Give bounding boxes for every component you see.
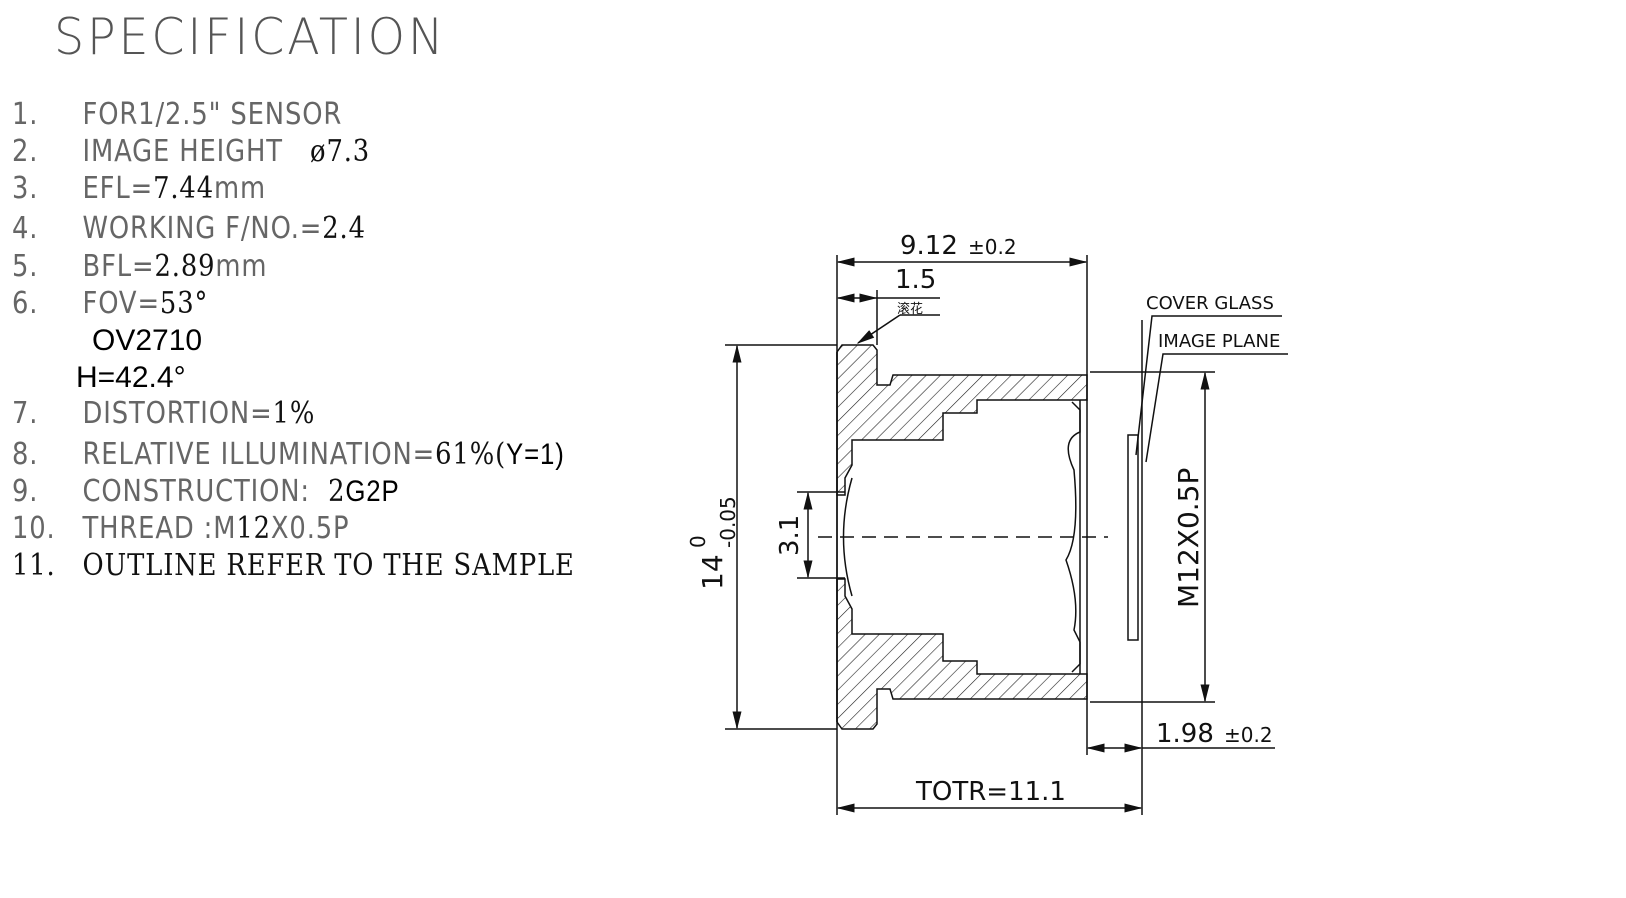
- barrel-lower: [836, 578, 1088, 730]
- spec-value: 2: [328, 474, 346, 509]
- spec-item: 3. EFL=7.44mm: [12, 172, 266, 206]
- spec-value: ø7.3: [310, 134, 371, 169]
- spec-value: 12: [236, 511, 271, 546]
- dim-bfl: 1.98: [1156, 719, 1214, 749]
- spec-number: 6.: [12, 286, 39, 321]
- spec-item: 5. BFL=2.89mm: [12, 250, 267, 284]
- spec-item: 10. THREAD :M12X0.5P: [12, 512, 349, 546]
- spec-label: OUTLINE REFER TO THE SAMPLE: [82, 548, 575, 583]
- spec-bold: Y=1): [506, 438, 565, 471]
- spec-label: THREAD :M: [82, 511, 237, 546]
- spec-label: IMAGE HEIGHT: [82, 134, 311, 169]
- dim-length-tol: ±0.2: [968, 235, 1017, 259]
- spec-item: 8. RELATIVE ILLUMINATION=61%(Y=1): [12, 438, 565, 472]
- spec-value: 7.44: [153, 171, 214, 206]
- spec-label: DISTORTION=: [82, 396, 273, 431]
- spec-unit: mm: [215, 249, 268, 284]
- dim-diameter-tol-upper: 0: [686, 535, 710, 548]
- spec-label: FOR1/2.5" SENSOR: [82, 97, 343, 132]
- spec-number: 3.: [12, 171, 39, 206]
- totr-label: TOTR=11.1: [915, 777, 1066, 807]
- spec-unit: mm: [213, 171, 266, 206]
- spec-value: 1%: [272, 396, 316, 431]
- horizontal-fov: H=42.4°: [76, 361, 186, 394]
- spec-value: 61%(: [435, 437, 507, 472]
- spec-item: 6. FOV=53°: [12, 287, 208, 321]
- spec-number: 7.: [12, 396, 39, 431]
- dim-diameter-tol-lower: -0.05: [716, 496, 740, 548]
- spec-unit: X0.5P: [270, 511, 350, 546]
- barrel-upper: [836, 344, 1088, 496]
- spec-label: BFL=: [82, 249, 155, 284]
- spec-value: 53°: [159, 286, 209, 321]
- spec-item: 9. CONSTRUCTION: 2G2P: [12, 475, 400, 509]
- thread-label: M12X0.5P: [1172, 468, 1205, 608]
- dim-bfl-tol: ±0.2: [1224, 723, 1273, 747]
- dim-length: 9.12: [900, 231, 958, 261]
- spec-item: 11. OUTLINE REFER TO THE SAMPLE: [12, 549, 575, 583]
- spec-item: 2. IMAGE HEIGHT ø7.3: [12, 135, 370, 169]
- spec-item: 4. WORKING F/NO.=2.4: [12, 212, 366, 246]
- spec-number: 1.: [12, 97, 39, 132]
- knurl-note: 滚花: [897, 301, 923, 317]
- spec-number: 5.: [12, 249, 39, 284]
- spec-number: 8.: [12, 437, 39, 472]
- spec-number: 4.: [12, 211, 39, 246]
- page-title: SPECIFICATION: [54, 8, 447, 66]
- dim-knurl: 1.5: [895, 265, 936, 295]
- cover-glass-label: COVER GLASS: [1146, 293, 1274, 314]
- spec-label: FOV=: [82, 286, 160, 321]
- spec-number: 2.: [12, 134, 39, 169]
- sensor-model: OV2710: [92, 324, 203, 357]
- dim-aperture: 3.1: [775, 515, 805, 556]
- spec-label: RELATIVE ILLUMINATION=: [82, 437, 436, 472]
- spec-label: CONSTRUCTION:: [82, 474, 329, 509]
- dim-diameter: 14: [696, 554, 729, 590]
- image-plane-label: IMAGE PLANE: [1158, 331, 1280, 352]
- spec-number: 11.: [12, 548, 56, 583]
- spec-number: 9.: [12, 474, 39, 509]
- spec-value: 2.89: [154, 249, 216, 284]
- spec-item: 7. DISTORTION=1%: [12, 397, 315, 431]
- spec-label: WORKING F/NO.=: [82, 211, 323, 246]
- spec-item: 1. FOR1/2.5" SENSOR: [12, 98, 342, 132]
- spec-bold: G2P: [345, 475, 400, 508]
- spec-value: 2.4: [322, 211, 366, 246]
- spec-number: 10.: [12, 511, 56, 546]
- spec-label: EFL=: [82, 171, 154, 206]
